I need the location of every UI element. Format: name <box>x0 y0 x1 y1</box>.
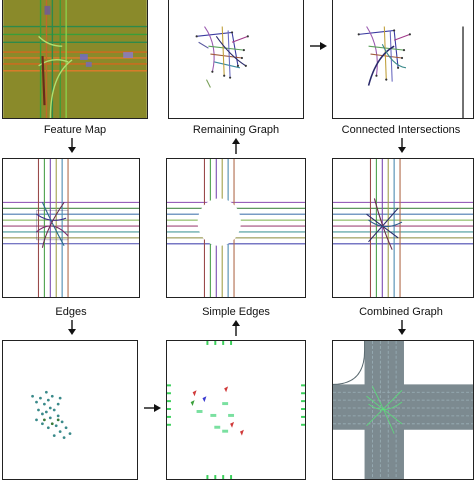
feature-map-image <box>3 0 147 118</box>
arrow-simple-to-remaining <box>232 138 240 154</box>
panel-combined-graph-lines <box>332 158 474 298</box>
remaining-graph-image <box>195 26 249 88</box>
panel-nodes-middle <box>166 340 306 480</box>
panel-connected-intersections <box>332 0 474 119</box>
caption-feature-map: Feature Map <box>43 124 107 136</box>
arrow-connected-to-combined <box>398 138 406 153</box>
panel-edges <box>2 158 140 298</box>
nodes-middle-image <box>167 341 305 479</box>
connected-intersections-image <box>357 26 464 118</box>
arrow-combined-lines-to-map <box>398 320 406 335</box>
edges-image <box>3 159 139 297</box>
arrow-nodes-to-simple <box>232 320 240 336</box>
panel-nodes-left <box>2 340 138 480</box>
arrow-left-to-middle-nodes <box>144 404 161 412</box>
panel-simple-edges <box>166 158 306 298</box>
caption-edges: Edges <box>55 306 87 318</box>
caption-simple-edges: Simple Edges <box>202 306 270 318</box>
panel-remaining-graph <box>168 0 304 119</box>
arrow-feature-to-edges <box>68 138 76 153</box>
panel-feature-map <box>2 0 148 119</box>
arrow-edges-to-nodes <box>68 320 76 335</box>
panel-combined-graph-map <box>332 340 474 480</box>
arrow-remaining-to-connected <box>310 42 327 50</box>
caption-combined-graph: Combined Graph <box>359 306 443 318</box>
combined-graph-map-image <box>333 341 473 479</box>
simple-edges-image <box>167 159 305 297</box>
nodes-left-image <box>31 390 72 439</box>
caption-remaining-graph: Remaining Graph <box>192 124 280 136</box>
combined-lines-image <box>333 159 473 297</box>
caption-connected-intersections: Connected Intersections <box>341 124 461 136</box>
